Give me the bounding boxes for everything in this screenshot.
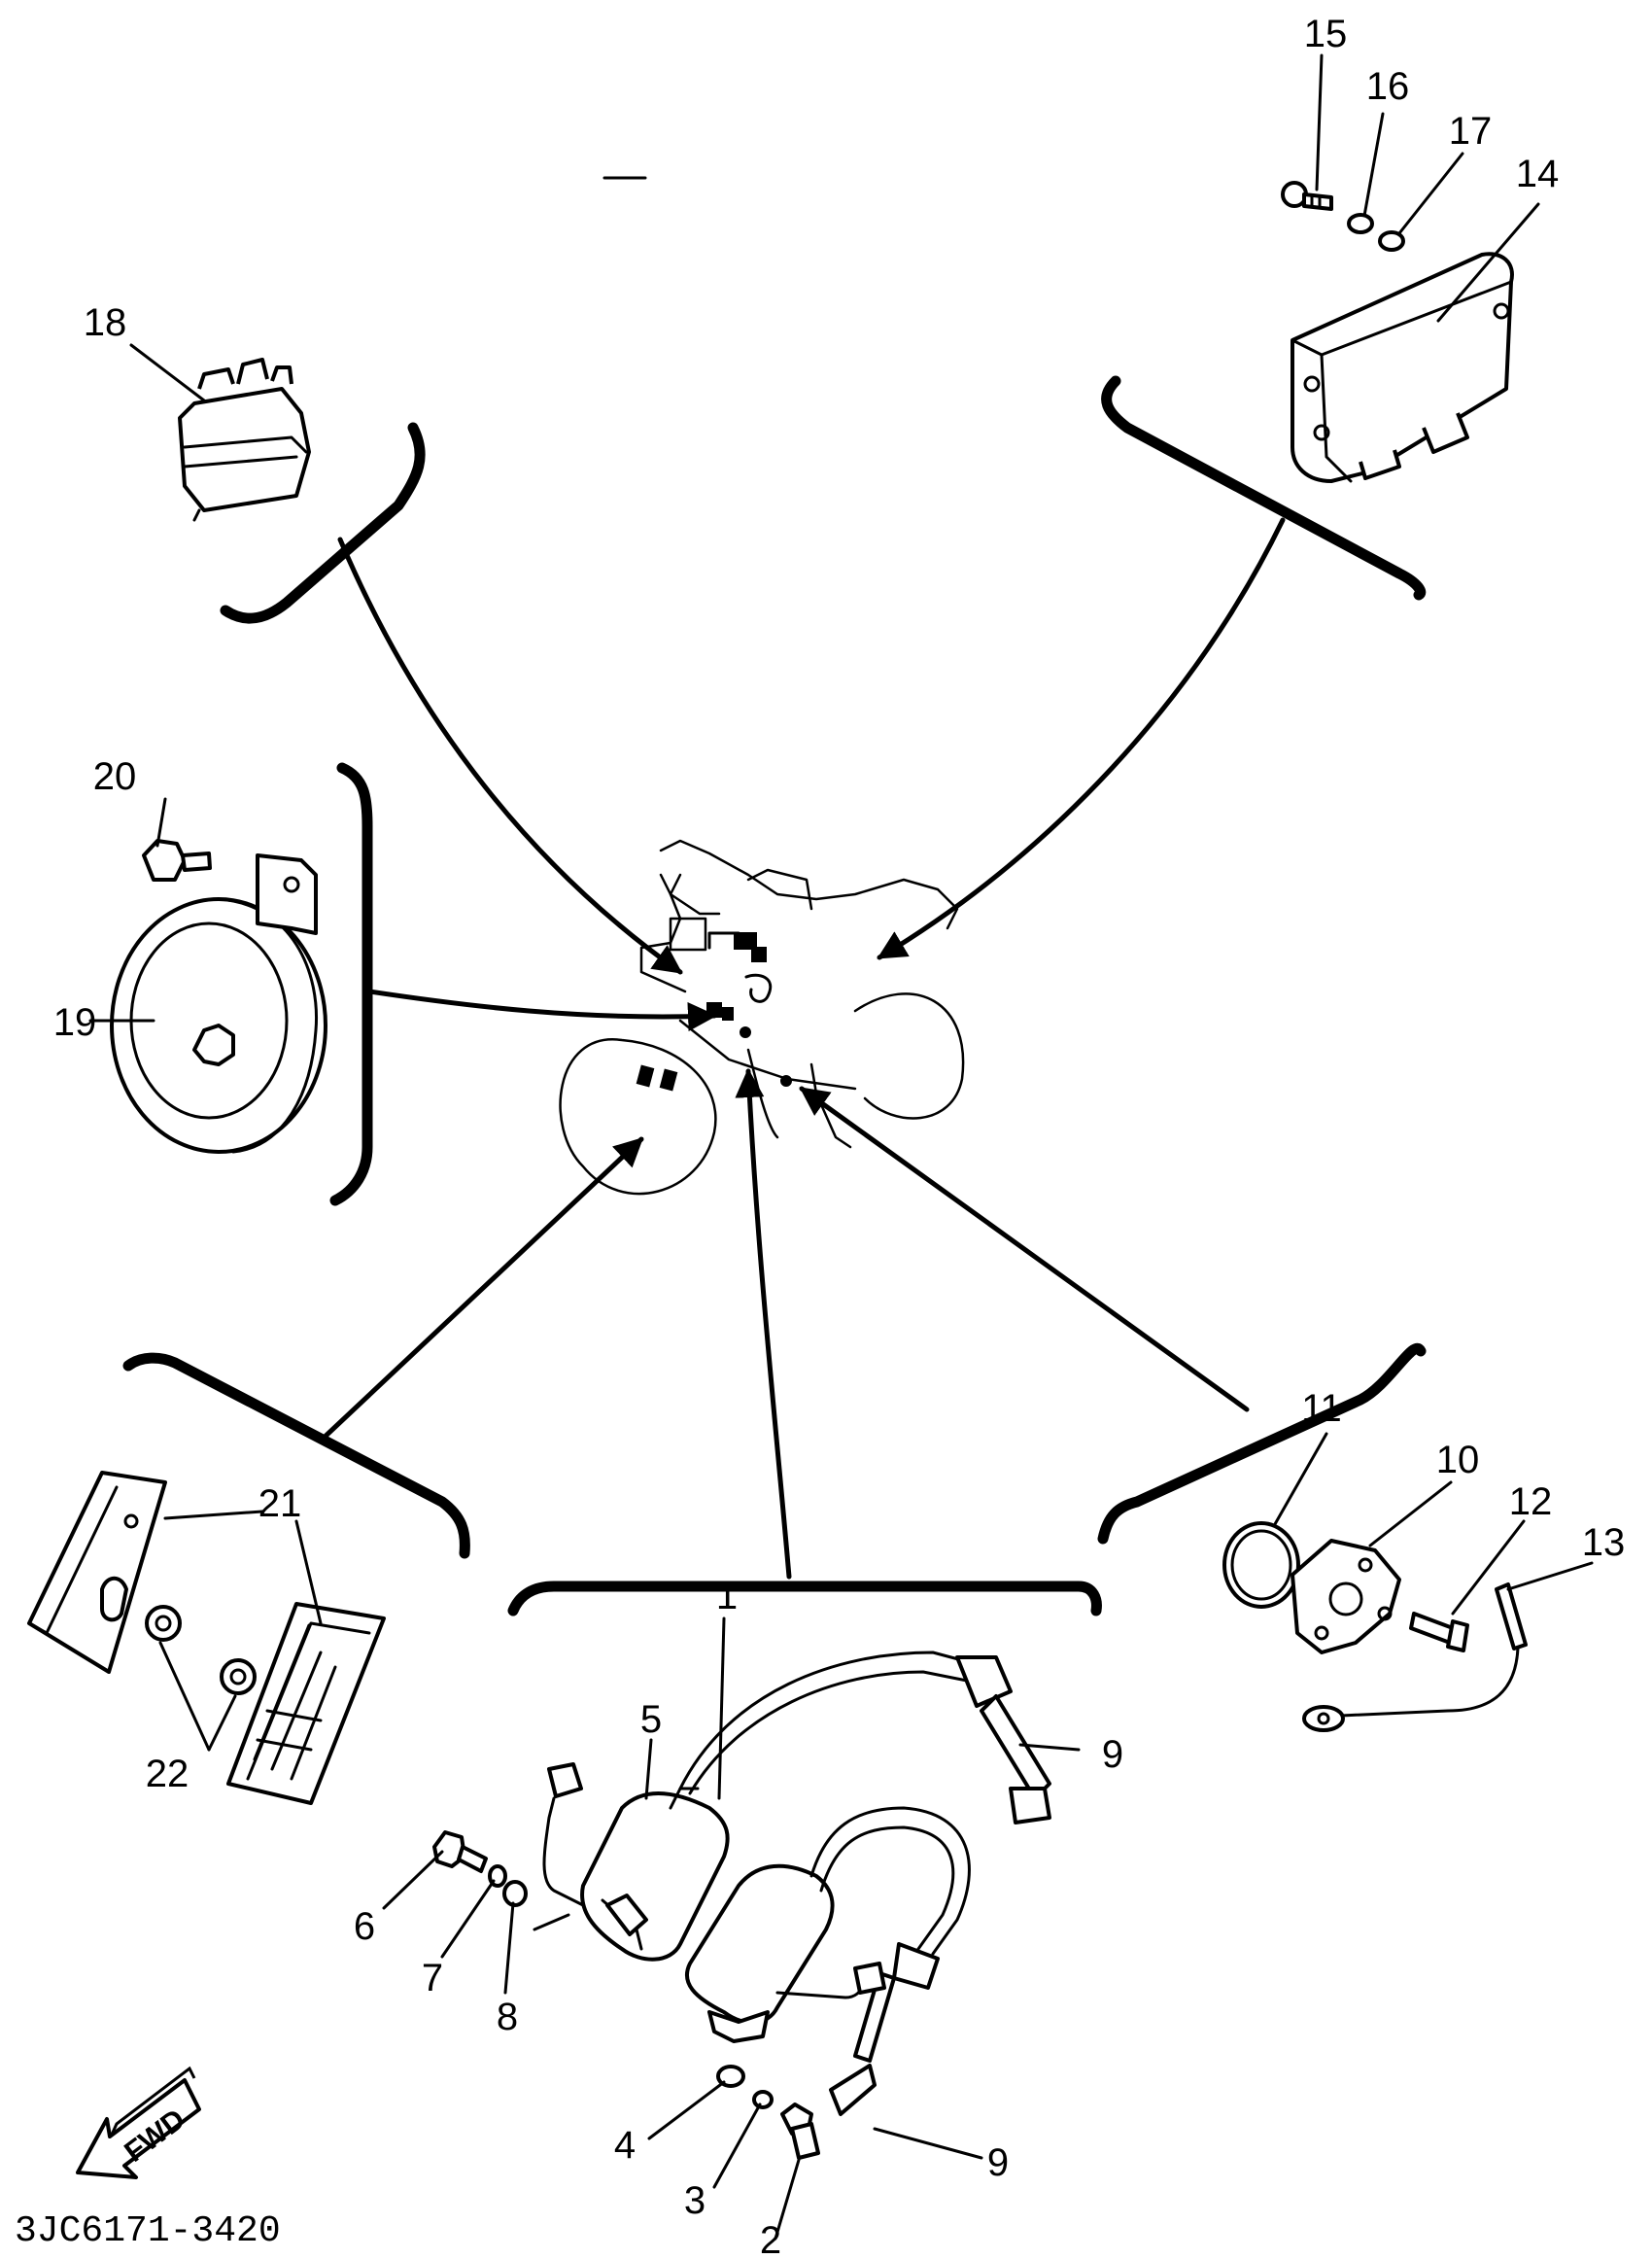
bracket-reflector (122, 1352, 470, 1559)
callout-leader-15 (1315, 53, 1324, 191)
washer-17-part (1378, 230, 1405, 252)
callout-13: 13 (1582, 1521, 1626, 1564)
washer-8-part (502, 1880, 528, 1907)
callout-leader-18 (129, 343, 206, 402)
motorcycle-silhouette (559, 839, 965, 1196)
callout-leader-14 (1436, 202, 1540, 323)
callout-11: 11 (1301, 1387, 1342, 1430)
bracket-horn (329, 762, 373, 1206)
callout-leader-17 (1397, 152, 1464, 235)
callout-22: 22 (146, 1753, 189, 1795)
leader-line-relay (337, 537, 683, 975)
callout-3: 3 (684, 2179, 706, 2222)
callout-leader-12 (1451, 1519, 1526, 1616)
reflector-right-part (226, 1602, 386, 1805)
bracket-ignition-coil (507, 1581, 1102, 1616)
callout-leader-9b (873, 2127, 983, 2160)
callout-9-upper: 9 (1102, 1733, 1123, 1776)
relay-part (178, 358, 311, 522)
reflector-left-part (27, 1471, 167, 1674)
bracket-relay (220, 422, 426, 624)
callout-16: 16 (1366, 65, 1410, 108)
o-ring-11-part (1222, 1521, 1300, 1609)
callout-4: 4 (614, 2124, 636, 2167)
callout-leader-9a (1018, 1743, 1081, 1752)
callout-7: 7 (422, 1957, 443, 1999)
callout-leader-4 (647, 2080, 726, 2140)
callout-leader-5 (644, 1738, 653, 1800)
ignitor-unit-part (1291, 252, 1514, 483)
callout-9-lower: 9 (987, 2141, 1009, 2184)
callout-leader-16 (1362, 112, 1385, 218)
lock-washer-3-part (752, 2090, 774, 2109)
callout-leader-20 (155, 797, 167, 848)
fwd-arrow-icon (76, 2066, 201, 2179)
bolt-2-part (780, 2103, 820, 2160)
ignition-coil-1-part (684, 1806, 971, 2116)
nut-22-part (145, 1605, 257, 1695)
callout-leader-1 (717, 1616, 726, 1800)
leader-line-horn (366, 989, 717, 1031)
bolt-20-part (142, 839, 212, 882)
callout-6: 6 (354, 1905, 375, 1948)
sensor-10-part (1291, 1539, 1401, 1654)
callout-10: 10 (1436, 1439, 1480, 1481)
leader-line-reflector (318, 1136, 644, 1443)
callout-2: 2 (760, 2219, 781, 2259)
callout-19: 19 (53, 1001, 97, 1044)
callout-14: 14 (1516, 153, 1560, 195)
callout-leader-10 (1368, 1480, 1453, 1547)
callout-leader-7 (440, 1879, 496, 1959)
callout-15: 15 (1304, 13, 1348, 55)
callout-leader-22b (207, 1694, 237, 1752)
callout-1: 1 (716, 1575, 738, 1617)
diagram-code: 3JC6171-3420 (15, 2210, 281, 2252)
callout-12: 12 (1509, 1480, 1553, 1523)
callout-leader-21b (294, 1519, 323, 1625)
lead-wire-13-part (1302, 1582, 1528, 1732)
callout-21: 21 (258, 1482, 302, 1525)
washer-16-part (1347, 213, 1374, 234)
callout-5: 5 (640, 1698, 662, 1741)
callout-8: 8 (497, 1996, 518, 2038)
bracket-ignitor (1101, 375, 1427, 601)
callout-17: 17 (1449, 110, 1493, 153)
bolt-6-part (432, 1830, 488, 1873)
callout-leader-6 (382, 1850, 444, 1910)
callout-leader-8 (503, 1901, 515, 1995)
ignition-coil-5-part (533, 1651, 1051, 1962)
callout-leader-2 (774, 2158, 801, 2241)
callout-leader-22a (158, 1641, 211, 1752)
callout-leader-21a (163, 1510, 264, 1520)
leader-line-ignition-coil (735, 1068, 792, 1580)
horn-part (110, 853, 327, 1154)
bracket-sensor (1097, 1342, 1427, 1545)
bolt-15-part (1281, 181, 1333, 211)
callout-20: 20 (93, 755, 137, 798)
callout-leader-3 (712, 2103, 762, 2189)
leader-line-ignitor (877, 517, 1286, 960)
leader-line-sensor (799, 1086, 1250, 1412)
callout-18: 18 (84, 301, 127, 344)
callout-leader-13 (1506, 1561, 1594, 1591)
callout-leader-11 (1273, 1432, 1328, 1526)
screw-12-part (1409, 1612, 1469, 1652)
